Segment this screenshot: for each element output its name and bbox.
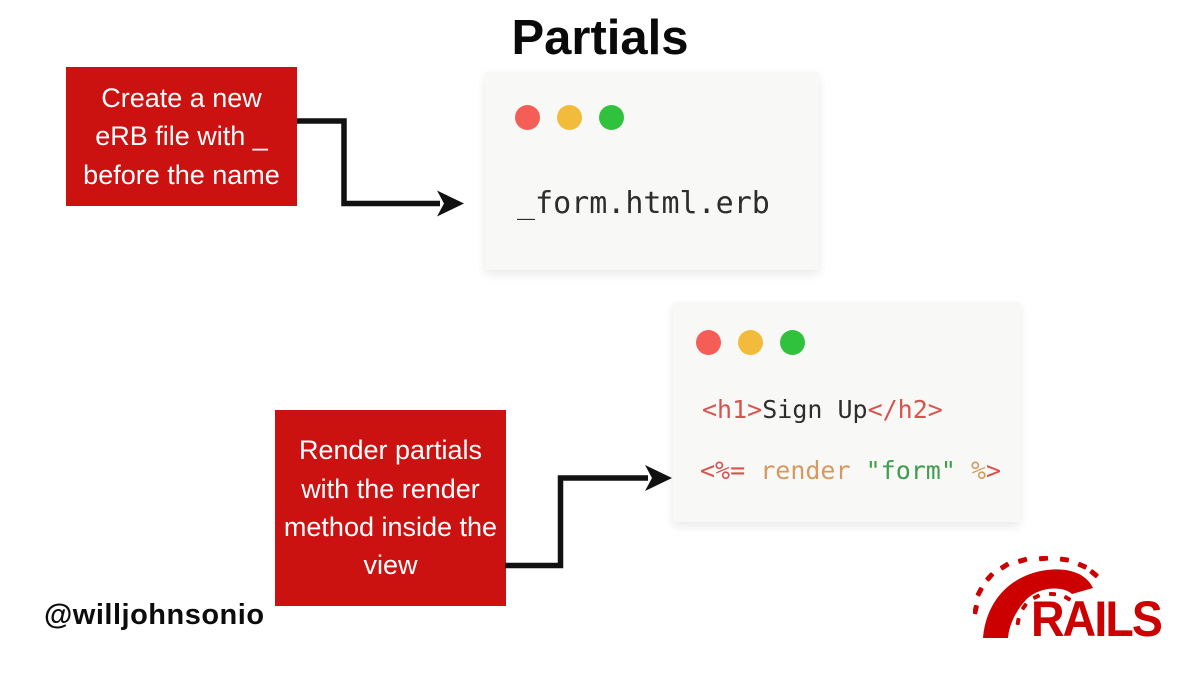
arrow-to-filename-window (297, 118, 464, 217)
code-segment: % (970, 456, 987, 485)
partial-filename-text: _form.html.erb (517, 186, 770, 221)
author-handle: @willjohnsonio (44, 599, 265, 631)
minimize-dot-icon (738, 330, 763, 355)
code-segment: <%= (700, 456, 746, 485)
code-line-h1: <h1>Sign Up</h2> (702, 395, 1020, 424)
close-dot-icon (696, 330, 721, 355)
note-text: Create a new eRB file with _ before the … (83, 83, 280, 190)
maximize-dot-icon (599, 105, 624, 130)
rails-logo-graphic: RAILS (973, 556, 1164, 647)
rails-logo-text: RAILS (1031, 591, 1162, 647)
code-segment: </h2> (867, 395, 943, 424)
window-controls (696, 330, 1020, 355)
maximize-dot-icon (780, 330, 805, 355)
code-segment (851, 456, 866, 485)
code-segment (956, 456, 971, 485)
note-render-partials: Render partials with the render method i… (275, 410, 506, 606)
minimize-dot-icon (557, 105, 582, 130)
page-title: Partials (511, 11, 689, 65)
rails-track-ties (973, 556, 1099, 626)
code-window: <h1>Sign Up</h2> <%= render "form" %> (673, 302, 1020, 522)
note-create-erb-file: Create a new eRB file with _ before the … (66, 67, 297, 206)
arrow-to-code-window (505, 465, 672, 569)
code-line-render: <%= render "form" %> (700, 456, 1020, 485)
rails-logo: RAILS (973, 556, 1165, 648)
code-segment (745, 456, 760, 485)
code-segment: Sign Up (762, 395, 868, 424)
window-controls (515, 105, 819, 130)
code-segment: "form" (865, 456, 956, 485)
rails-arch (983, 569, 1093, 638)
close-dot-icon (515, 105, 540, 130)
note-text: Render partials with the render method i… (283, 435, 498, 581)
code-segment: > (986, 456, 1002, 485)
filename-window: _form.html.erb (485, 72, 819, 270)
code-segment: <h1> (702, 395, 763, 424)
code-segment: render (760, 456, 851, 485)
